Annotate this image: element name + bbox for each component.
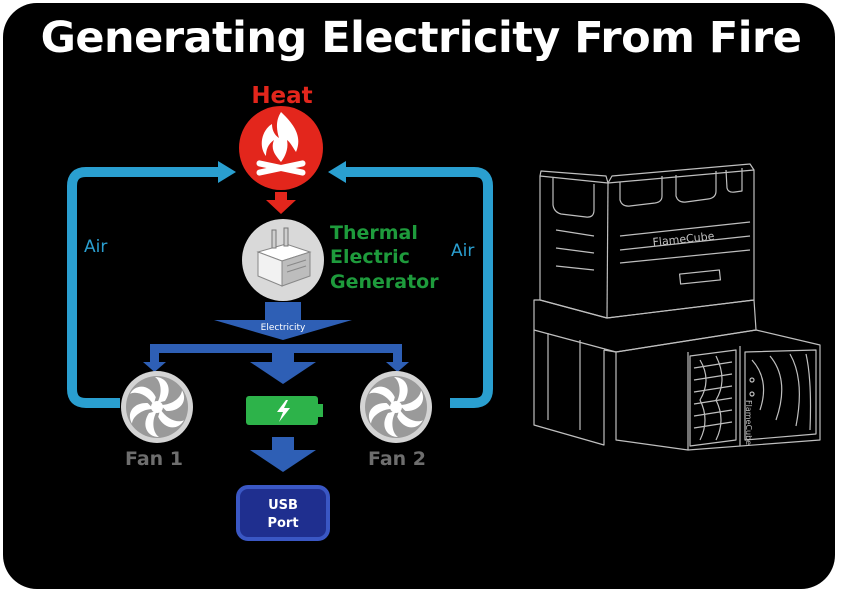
battery-charging-icon — [246, 396, 323, 425]
air-label-right: Air — [451, 241, 474, 261]
usb-port-icon — [236, 485, 330, 541]
heat-arrow — [266, 192, 296, 214]
generator-icon — [242, 219, 324, 301]
generator-label-line1: Thermal — [330, 222, 418, 244]
product-brand-label-side: FlameCube — [744, 400, 753, 445]
air-loop-left — [67, 161, 236, 408]
air-loop-right — [328, 161, 493, 408]
generator-label-line3: Generator — [330, 271, 439, 293]
diagram-panel — [3, 3, 835, 589]
usb-arrow — [250, 437, 316, 472]
electricity-arrow — [214, 302, 352, 340]
heat-label: Heat — [251, 83, 312, 109]
distribution-branches — [143, 344, 409, 384]
fan2-label: Fan 2 — [368, 448, 426, 470]
air-label-left: Air — [84, 237, 107, 257]
electricity-label: Electricity — [261, 323, 306, 333]
product-brand-label: FlameCube — [652, 230, 715, 249]
fan1-label: Fan 1 — [125, 448, 183, 470]
generator-label-line2: Electric — [330, 246, 410, 268]
page-title: Generating Electricity From Fire — [40, 13, 802, 63]
fan-icon — [121, 371, 193, 443]
flamecube-product-illustration — [533, 163, 821, 451]
usb-label-line1: USB — [268, 498, 298, 513]
usb-label-line2: Port — [267, 516, 298, 531]
fan-icon — [360, 371, 432, 443]
fire-icon — [239, 106, 323, 190]
